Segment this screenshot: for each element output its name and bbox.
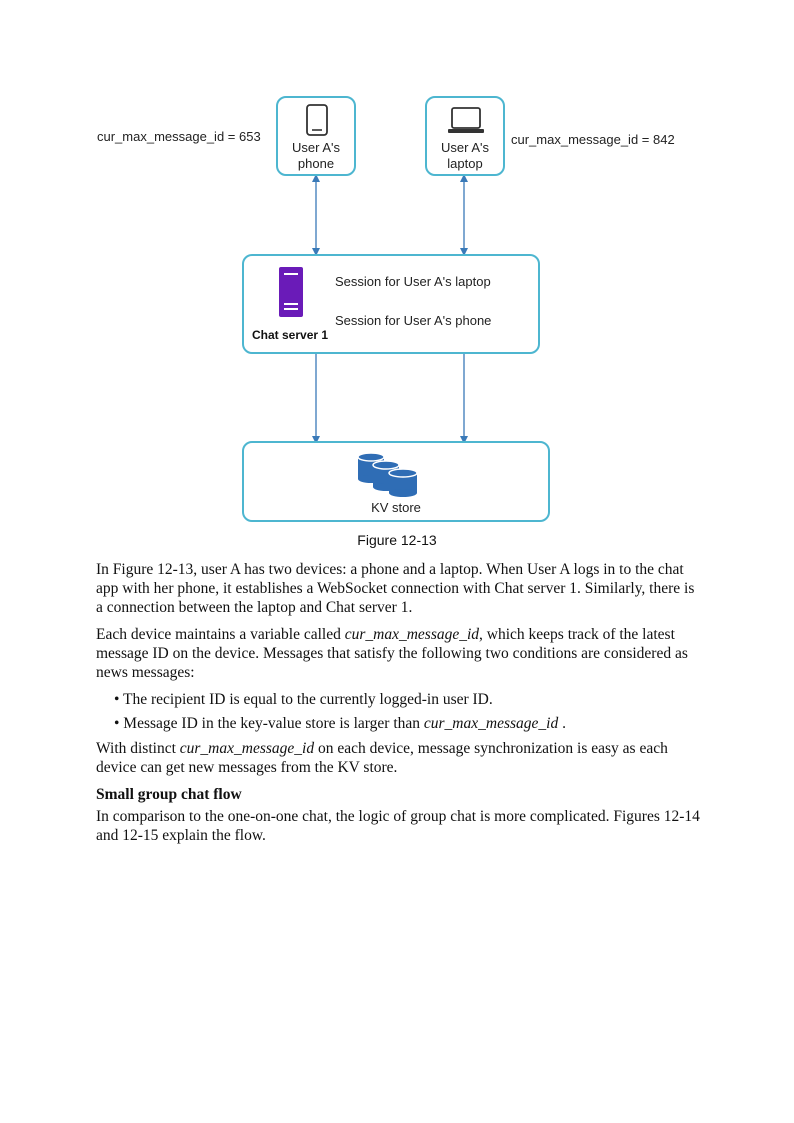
phone-icon xyxy=(306,104,328,136)
laptop-device-box: User A's laptop xyxy=(425,96,505,176)
paragraph-3-end: on each device, message synchronization … xyxy=(96,740,668,776)
section-heading: Small group chat flow xyxy=(96,786,242,803)
kv-store-box: KV store xyxy=(242,441,550,522)
phone-label-line1: User A's xyxy=(292,140,340,155)
connection-arrows xyxy=(312,174,468,444)
paragraph-2-end: , which keeps track of the latest messag… xyxy=(96,626,688,681)
architecture-diagram: cur_max_message_id = 653 User A's phone … xyxy=(0,0,794,560)
database-icon xyxy=(357,453,418,497)
variable-name: cur_max_message_id xyxy=(179,740,315,757)
database-cylinder-3 xyxy=(388,468,418,497)
server-icon xyxy=(279,267,303,317)
paragraph-2-start: Each device maintains a variable called xyxy=(96,626,345,643)
condition-2-end: . xyxy=(558,715,566,732)
variable-name: cur_max_message_id xyxy=(423,715,559,732)
paragraph-4: In comparison to the one-on-one chat, th… xyxy=(96,808,700,844)
chat-server-name: Chat server 1 xyxy=(252,328,329,342)
paragraph-2: Each device maintains a variable called … xyxy=(96,625,702,682)
paragraph-3: With distinct cur_max_message_id on each… xyxy=(96,739,702,777)
phone-message-id-label: cur_max_message_id = 653 xyxy=(97,129,261,144)
variable-name: cur_max_message_id xyxy=(344,626,480,643)
laptop-icon xyxy=(448,107,484,133)
phone-device-box: User A's phone xyxy=(276,96,356,176)
paragraph-3-start: With distinct xyxy=(96,740,180,757)
conditions-list: • The recipient ID is equal to the curre… xyxy=(96,690,702,733)
phone-label-line2: phone xyxy=(297,156,335,171)
body-text: In Figure 12-13, user A has two devices:… xyxy=(96,560,702,853)
paragraph-1: In Figure 12-13, user A has two devices:… xyxy=(96,561,695,616)
session-laptop-label: Session for User A's laptop xyxy=(335,274,491,289)
figure-caption: Figure 12-13 xyxy=(357,532,437,548)
laptop-label-line2: laptop xyxy=(447,156,483,171)
kv-store-label: KV store xyxy=(371,500,421,515)
session-phone-label: Session for User A's phone xyxy=(335,313,492,328)
laptop-label-line1: User A's xyxy=(441,140,489,155)
condition-item-1: • The recipient ID is equal to the curre… xyxy=(114,691,493,708)
condition-item-2: • Message ID in the key-value store is l… xyxy=(114,714,702,733)
condition-2-start: • Message ID in the key-value store is l… xyxy=(114,715,424,732)
laptop-message-id-label: cur_max_message_id = 842 xyxy=(511,132,675,147)
chat-server-box: Session for User A's laptop Session for … xyxy=(242,254,540,354)
